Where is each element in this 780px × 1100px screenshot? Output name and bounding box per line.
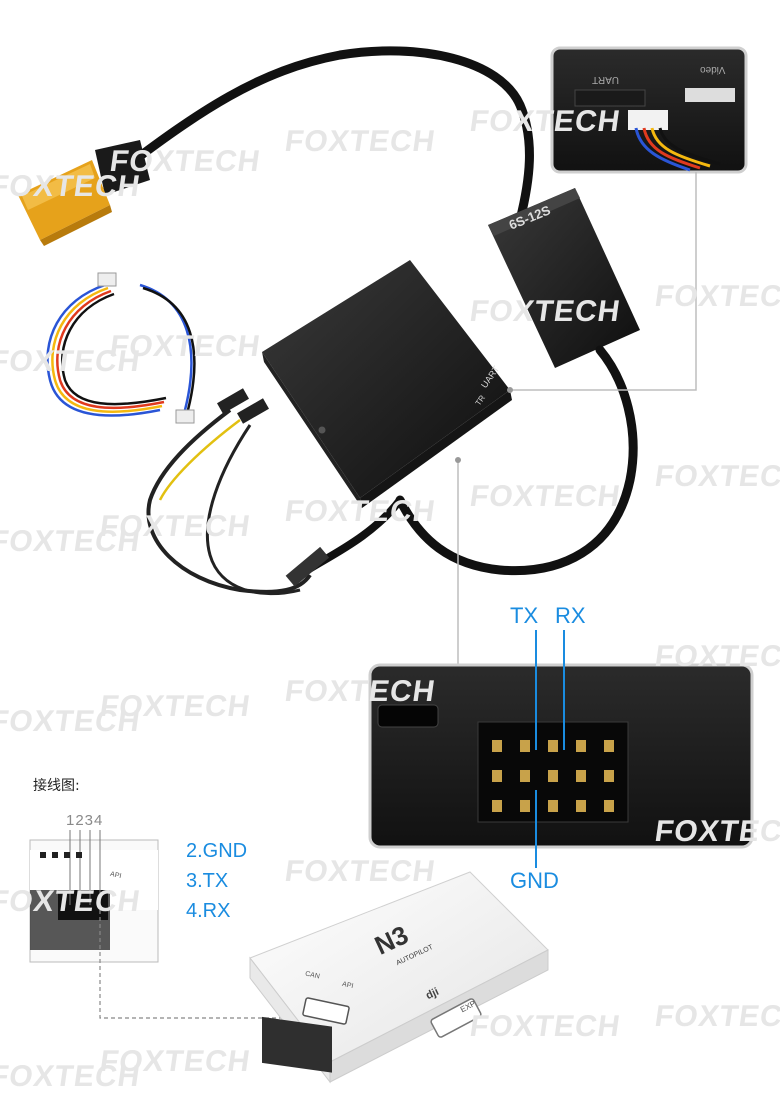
watermark: FOXTECH [97,690,253,723]
watermark: FOXTECH [652,815,780,848]
jst-cable [46,272,196,424]
watermark: FOXTECH [107,145,263,178]
watermark: FOXTECH [107,330,263,363]
pin-numbers: 1234 [66,812,104,829]
power-cable [110,46,534,225]
watermark: FOXTECH [652,640,780,673]
watermark: FOXTECH [652,460,780,493]
gnd-label: GND [510,868,559,893]
watermark: FOXTECH [0,885,143,918]
connector-pin [576,800,586,812]
pin-legend-tx: 3.TX [186,870,229,892]
connector-pin [520,770,530,782]
watermark: FOXTECH [652,1000,780,1033]
connector-pin [520,740,530,752]
inset-connector-photo [368,663,754,849]
voltage-converter [488,188,640,368]
n3-flight-controller [249,871,549,1084]
connector-pin [548,800,558,812]
connector-pin [604,770,614,782]
watermark: FOXTECH [652,280,780,313]
inset-uart-photo [550,46,748,174]
watermark: FOXTECH [282,495,438,528]
inset-video-label: Video [700,64,726,75]
wiring-closeup [29,830,159,963]
watermark: FOXTECH [467,480,623,513]
watermark: FOXTECH [467,1010,623,1043]
watermark: FOXTECH [467,295,623,328]
rx-label: RX [555,603,586,628]
connector-pin [604,800,614,812]
xt-connector [18,140,150,246]
connector-pin [576,740,586,752]
connector-pin [492,740,502,752]
inset-uart-label: UART [592,74,620,85]
watermark: FOXTECH [282,855,438,888]
connector-pins [492,740,614,812]
dupont-cables [146,388,330,596]
converter-cable [395,345,638,576]
connector-pin [604,740,614,752]
watermark: FOXTECH [97,1045,253,1078]
connector-pin [548,770,558,782]
pin-legend-rx: 4.RX [186,900,231,922]
connector-pin [492,770,502,782]
watermark: FOXTECH [282,675,438,708]
connector-pin [548,740,558,752]
wiring-title: 接线图: [33,778,80,794]
connector-pin [492,800,502,812]
inset-pointer-line [510,172,697,391]
tx-label: TX [510,603,539,628]
wiring-dashed-line [99,910,300,1019]
connector-pin [576,770,586,782]
watermark: FOXTECH [282,125,438,158]
pin-legend-gnd: 2.GND [186,840,248,862]
connector-pin [520,800,530,812]
watermark: FOXTECH [467,105,623,138]
datalink-module [262,260,512,508]
watermark: FOXTECH [97,510,253,543]
